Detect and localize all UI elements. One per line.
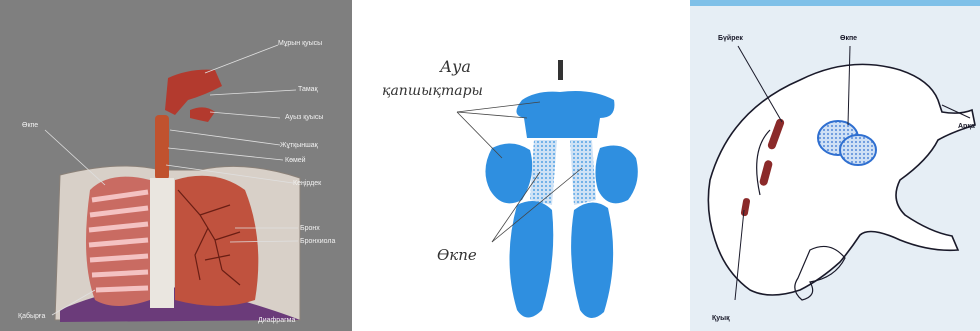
trachea-tip	[558, 60, 563, 80]
frog-anatomy-panel: Бүйрек Өкпе Арқа Қуық	[690, 0, 980, 331]
label-nasal-cavity: Мұрын қуысы	[278, 40, 322, 47]
anterior-air-sac	[516, 91, 614, 138]
label-air-sacs-line1: Ауа	[439, 57, 471, 76]
human-respiratory-panel: Мұрын қуысы Тамақ Ауыз қуысы Жұтқыншақ К…	[0, 0, 352, 331]
label-air-sacs-line2: қапшықтары	[382, 83, 483, 99]
label-trachea: Кеңірдек	[293, 179, 322, 187]
label-larynx-2: Көмей	[285, 156, 306, 164]
label-pharynx: Тамақ	[298, 86, 319, 93]
label-lungs: Өкпе	[840, 35, 857, 42]
frog-anatomy-diagram: Бүйрек Өкпе Арқа Қуық	[690, 0, 980, 331]
label-diaphragm: Диафрагма	[258, 317, 295, 324]
label-cloaca: Қуық	[712, 315, 730, 322]
lung-right-texture	[840, 135, 876, 165]
right-lung-texture	[570, 140, 596, 205]
label-bronchioles: Бронхиола	[300, 238, 335, 245]
left-lateral-air-sac	[485, 143, 532, 203]
trachea-shape	[155, 115, 169, 180]
label-lung: Өкпе	[22, 122, 38, 129]
human-respiratory-diagram: Мұрын қуысы Тамақ Ауыз қуысы Жұтқыншақ К…	[0, 0, 352, 331]
nasal-cavity-shape	[165, 70, 222, 115]
bird-lungs-panel: Ауа қапшықтары Өкпе	[352, 0, 690, 331]
top-strip	[690, 0, 980, 6]
label-ribs: Қабырға	[18, 312, 45, 320]
label-lungs: Өкпе	[437, 246, 477, 264]
left-posterior-air-sac	[510, 201, 554, 318]
sternum-shape	[150, 178, 174, 308]
label-bronchus: Бронх	[300, 225, 320, 232]
right-lung-shape	[175, 176, 258, 306]
label-oral-cavity: Ауыз қуысы	[285, 114, 323, 121]
label-heart: Арқа	[958, 123, 975, 130]
oral-cavity-shape	[190, 107, 215, 122]
bird-lungs-diagram: Ауа қапшықтары Өкпе	[352, 0, 690, 331]
left-lung-texture	[530, 140, 557, 205]
label-larynx: Жұтқыншақ	[280, 142, 319, 149]
label-kidney: Бүйрек	[718, 34, 743, 42]
right-posterior-air-sac	[571, 202, 613, 318]
right-lateral-air-sac	[595, 146, 637, 204]
